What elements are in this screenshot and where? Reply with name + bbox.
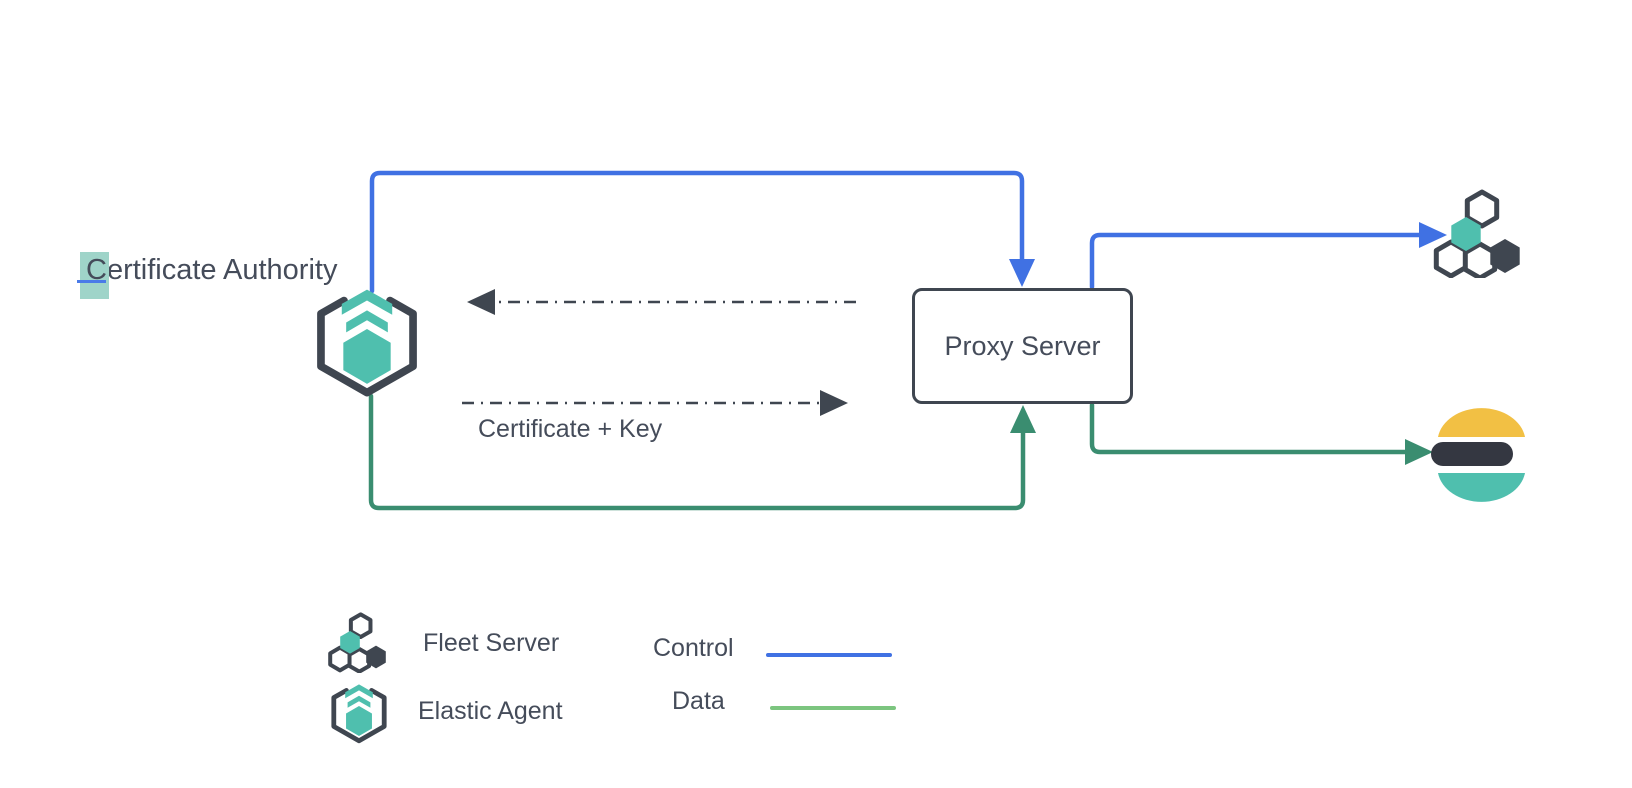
legend-fleet-server-icon[interactable] bbox=[326, 609, 390, 673]
arrowhead-down-icon bbox=[1009, 259, 1035, 287]
arrowhead-left-icon bbox=[467, 289, 495, 315]
agent-hexagon-outline bbox=[331, 688, 387, 744]
control-connector-proxy-to-fleet[interactable] bbox=[1089, 222, 1447, 290]
arrowhead-up-icon bbox=[1010, 405, 1036, 433]
dashed-connector-agent-to-proxy[interactable] bbox=[462, 390, 848, 416]
connector-line bbox=[1089, 402, 1408, 455]
arrowhead-right-icon bbox=[820, 390, 848, 416]
agent-chevron-icon bbox=[341, 289, 393, 315]
dashed-connector-proxy-to-agent[interactable] bbox=[467, 289, 856, 315]
certificate-authority-text: ertificate Authority bbox=[106, 254, 338, 286]
certificate-key-label[interactable]: Certificate + Key bbox=[478, 415, 663, 443]
agent-core-hexagon bbox=[346, 706, 372, 736]
agent-hexagon-outline bbox=[317, 296, 417, 397]
fleet-hexagon-cluster bbox=[328, 612, 386, 673]
proxy-server-node[interactable]: Proxy Server bbox=[912, 288, 1133, 404]
elastic-agent-icon[interactable] bbox=[312, 283, 422, 397]
connector-line bbox=[369, 170, 1025, 294]
connector-line bbox=[1089, 232, 1422, 290]
es-middle-bar bbox=[1431, 442, 1513, 466]
proxy-server-label: Proxy Server bbox=[944, 330, 1101, 361]
fleet-hexagon-cluster bbox=[1433, 189, 1520, 278]
legend-elastic-agent-icon[interactable] bbox=[329, 680, 389, 744]
es-top-slice bbox=[1438, 408, 1525, 437]
legend-control-label[interactable]: Control bbox=[653, 634, 734, 662]
legend-control-line-sample[interactable] bbox=[766, 653, 892, 657]
certificate-authority-label[interactable]: Certificate Authority bbox=[77, 252, 338, 299]
agent-chevron-icon bbox=[346, 310, 388, 333]
agent-chevron-icon bbox=[347, 695, 371, 708]
connector-line bbox=[368, 393, 1026, 511]
agent-core-hexagon bbox=[343, 329, 391, 384]
data-connector-agent-to-proxy[interactable] bbox=[368, 393, 1036, 511]
es-bottom-slice bbox=[1438, 473, 1525, 502]
agent-chevron-icon bbox=[345, 684, 373, 699]
legend-data-line-sample[interactable] bbox=[770, 706, 896, 710]
legend-elastic-agent-label[interactable]: Elastic Agent bbox=[418, 697, 563, 725]
legend-fleet-server-label[interactable]: Fleet Server bbox=[423, 629, 560, 657]
control-connector-agent-to-proxy[interactable] bbox=[369, 170, 1035, 294]
data-connector-proxy-to-elasticsearch[interactable] bbox=[1089, 402, 1433, 465]
fleet-server-icon[interactable] bbox=[1430, 186, 1526, 278]
legend-data-label[interactable]: Data bbox=[672, 687, 725, 715]
arrowhead-right-icon bbox=[1419, 222, 1447, 248]
selected-character: C bbox=[77, 252, 109, 299]
elasticsearch-logo-icon[interactable] bbox=[1426, 398, 1532, 510]
arrowhead-right-icon bbox=[1405, 439, 1433, 465]
